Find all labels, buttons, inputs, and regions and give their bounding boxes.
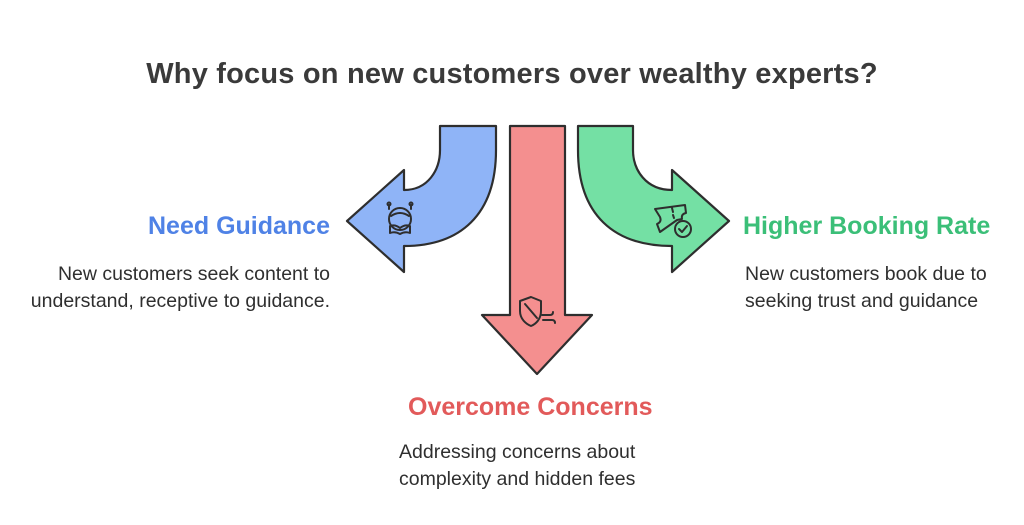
middle-arrow-shape (480, 124, 594, 376)
need-guidance-description: New customers seek content to understand… (30, 263, 330, 312)
diagram-title: Why focus on new customers over wealthy … (146, 58, 878, 90)
need-guidance-heading: Need Guidance (148, 212, 330, 240)
overcome-concerns-description: Addressing concerns about complexity and… (399, 441, 636, 490)
left-arrow (345, 124, 498, 274)
left-arrow-shape (345, 124, 498, 274)
ticket-check-icon (654, 204, 692, 238)
higher-booking-rate-description: New customers book due to seeking trust … (745, 263, 987, 312)
higher-booking-rate-heading: Higher Booking Rate (743, 212, 991, 240)
shield-wind-icon (519, 296, 556, 327)
middle-arrow (480, 124, 594, 376)
astronaut-book-icon (386, 201, 414, 235)
right-arrow (576, 124, 731, 274)
overcome-concerns-heading: Overcome Concerns (408, 393, 653, 421)
right-arrow-shape (576, 124, 731, 274)
